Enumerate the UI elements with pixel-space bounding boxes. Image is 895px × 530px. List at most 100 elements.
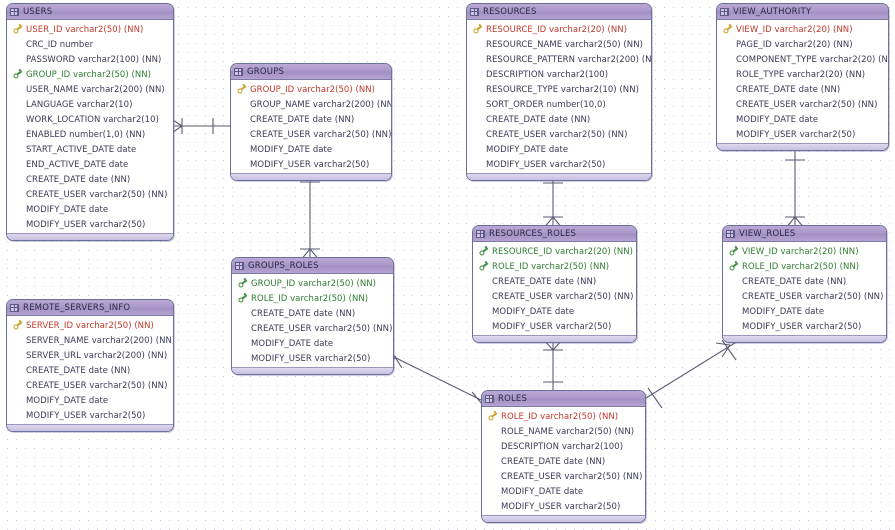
column-row[interactable]: RESOURCE_TYPE varchar2(10) (NN) bbox=[467, 82, 651, 97]
column-row[interactable]: MODIFY_USER varchar2(50) bbox=[231, 157, 391, 172]
column-row[interactable]: MODIFY_USER varchar2(50) bbox=[482, 499, 645, 514]
column-row[interactable]: WORK_LOCATION varchar2(10) bbox=[7, 112, 173, 127]
column-row[interactable]: SERVER_ID varchar2(50) (NN) bbox=[7, 318, 173, 333]
column-row[interactable]: MODIFY_DATE date bbox=[473, 304, 636, 319]
table-header-view_authority[interactable]: VIEW_AUTHORITY bbox=[717, 4, 888, 20]
column-row[interactable]: RESOURCE_PATTERN varchar2(200) (NN) bbox=[467, 52, 651, 67]
column-row[interactable]: CREATE_USER varchar2(50) (NN) bbox=[473, 289, 636, 304]
column-row[interactable]: MODIFY_DATE date bbox=[717, 112, 888, 127]
table-header-groups[interactable]: GROUPS bbox=[231, 64, 391, 80]
column-row[interactable]: VIEW_ID varchar2(20) (NN) bbox=[717, 22, 888, 37]
column-row[interactable]: CREATE_DATE date (NN) bbox=[7, 172, 173, 187]
column-row[interactable]: PASSWORD varchar2(100) (NN) bbox=[7, 52, 173, 67]
column-label: MODIFY_USER varchar2(50) bbox=[492, 321, 612, 332]
column-label: VIEW_ID varchar2(20) (NN) bbox=[742, 246, 859, 257]
column-row[interactable]: MODIFY_USER varchar2(50) bbox=[723, 319, 886, 334]
column-row[interactable]: MODIFY_USER varchar2(50) bbox=[7, 408, 173, 423]
column-row[interactable]: SERVER_NAME varchar2(200) (NN) bbox=[7, 333, 173, 348]
column-row[interactable]: MODIFY_USER varchar2(50) bbox=[7, 217, 173, 232]
table-header-resources[interactable]: RESOURCES bbox=[467, 4, 651, 20]
primary-key-icon bbox=[486, 410, 499, 423]
column-row[interactable]: GROUP_ID varchar2(50) (NN) bbox=[232, 276, 393, 291]
column-row[interactable]: CREATE_USER varchar2(50) (NN) bbox=[7, 187, 173, 202]
table-header-roles[interactable]: ROLES bbox=[482, 391, 645, 407]
column-row[interactable]: ROLE_TYPE varchar2(20) (NN) bbox=[717, 67, 888, 82]
column-row[interactable]: GROUP_ID varchar2(50) (NN) bbox=[7, 67, 173, 82]
column-row[interactable]: CREATE_DATE date (NN) bbox=[482, 454, 645, 469]
column-row[interactable]: ROLE_NAME varchar2(50) (NN) bbox=[482, 424, 645, 439]
table-view_authority[interactable]: VIEW_AUTHORITY VIEW_ID varchar2(20) (NN)P… bbox=[716, 3, 889, 151]
table-roles[interactable]: ROLES ROLE_ID varchar2(50) (NN)ROLE_NAME … bbox=[481, 390, 646, 523]
column-row[interactable]: RESOURCE_ID varchar2(20) (NN) bbox=[473, 244, 636, 259]
column-row[interactable]: USER_ID varchar2(50) (NN) bbox=[7, 22, 173, 37]
column-row[interactable]: MODIFY_DATE date bbox=[467, 142, 651, 157]
column-row[interactable]: CRC_ID number bbox=[7, 37, 173, 52]
column-row[interactable]: MODIFY_USER varchar2(50) bbox=[473, 319, 636, 334]
table-groups_roles[interactable]: GROUPS_ROLES GROUP_ID varchar2(50) (NN)RO… bbox=[231, 257, 394, 375]
column-row[interactable]: MODIFY_DATE date bbox=[7, 202, 173, 217]
column-row[interactable]: RESOURCE_ID varchar2(20) (NN) bbox=[467, 22, 651, 37]
column-row[interactable]: ROLE_ID varchar2(50) (NN) bbox=[723, 259, 886, 274]
column-row[interactable]: GROUP_ID varchar2(50) (NN) bbox=[231, 82, 391, 97]
column-label: SERVER_NAME varchar2(200) (NN) bbox=[26, 335, 174, 346]
column-row[interactable]: MODIFY_DATE date bbox=[482, 484, 645, 499]
table-header-remote_servers_info[interactable]: REMOTE_SERVERS_INFO bbox=[7, 300, 173, 316]
table-columns-view_roles: VIEW_ID varchar2(20) (NN) ROLE_ID varchar… bbox=[723, 242, 886, 334]
column-row[interactable]: MODIFY_DATE date bbox=[231, 142, 391, 157]
column-row[interactable]: COMPONENT_TYPE varchar2(20) (NN) bbox=[717, 52, 888, 67]
column-row[interactable]: CREATE_DATE date (NN) bbox=[467, 112, 651, 127]
table-remote_servers_info[interactable]: REMOTE_SERVERS_INFO SERVER_ID varchar2(50… bbox=[6, 299, 174, 432]
table-header-view_roles[interactable]: VIEW_ROLES bbox=[723, 226, 886, 242]
column-row[interactable]: ENABLED number(1,0) (NN) bbox=[7, 127, 173, 142]
column-row[interactable]: CREATE_USER varchar2(50) (NN) bbox=[7, 378, 173, 393]
column-label: ROLE_TYPE varchar2(20) (NN) bbox=[736, 69, 866, 80]
column-row[interactable]: MODIFY_DATE date bbox=[232, 336, 393, 351]
table-resources_roles[interactable]: RESOURCES_ROLES RESOURCE_ID varchar2(20) … bbox=[472, 225, 637, 343]
column-label: RESOURCE_ID varchar2(20) (NN) bbox=[492, 246, 634, 257]
column-row[interactable]: ROLE_ID varchar2(50) (NN) bbox=[232, 291, 393, 306]
table-footer bbox=[232, 367, 393, 374]
column-row[interactable]: DESCRIPTION varchar2(100) bbox=[467, 67, 651, 82]
column-row[interactable]: USER_NAME varchar2(200) (NN) bbox=[7, 82, 173, 97]
column-row[interactable]: MODIFY_USER varchar2(50) bbox=[717, 127, 888, 142]
table-grid-icon bbox=[476, 229, 485, 238]
column-row[interactable]: CREATE_DATE date (NN) bbox=[7, 363, 173, 378]
column-row[interactable]: CREATE_DATE date (NN) bbox=[232, 306, 393, 321]
column-row[interactable]: SORT_ORDER number(10,0) bbox=[467, 97, 651, 112]
column-row[interactable]: CREATE_USER varchar2(50) (NN) bbox=[723, 289, 886, 304]
column-row[interactable]: ROLE_ID varchar2(50) (NN) bbox=[473, 259, 636, 274]
column-row[interactable]: MODIFY_USER varchar2(50) bbox=[467, 157, 651, 172]
column-row[interactable]: CREATE_DATE date (NN) bbox=[231, 112, 391, 127]
table-header-users[interactable]: USERS bbox=[7, 4, 173, 20]
table-groups[interactable]: GROUPS GROUP_ID varchar2(50) (NN)GROUP_NA… bbox=[230, 63, 392, 181]
table-header-resources_roles[interactable]: RESOURCES_ROLES bbox=[473, 226, 636, 242]
column-row[interactable]: CREATE_USER varchar2(50) (NN) bbox=[232, 321, 393, 336]
table-users[interactable]: USERS USER_ID varchar2(50) (NN) CRC_ID num… bbox=[6, 3, 174, 241]
column-row[interactable]: MODIFY_DATE date bbox=[7, 393, 173, 408]
column-row[interactable]: CREATE_DATE date (NN) bbox=[717, 82, 888, 97]
column-row[interactable]: SERVER_URL varchar2(200) (NN) bbox=[7, 348, 173, 363]
column-row[interactable]: START_ACTIVE_DATE date bbox=[7, 142, 173, 157]
column-row[interactable]: PAGE_ID varchar2(20) (NN) bbox=[717, 37, 888, 52]
column-row[interactable]: VIEW_ID varchar2(20) (NN) bbox=[723, 244, 886, 259]
column-row[interactable]: MODIFY_USER varchar2(50) bbox=[232, 351, 393, 366]
column-row[interactable]: END_ACTIVE_DATE date bbox=[7, 157, 173, 172]
column-row[interactable]: MODIFY_DATE date bbox=[723, 304, 886, 319]
column-label: ROLE_ID varchar2(50) (NN) bbox=[742, 261, 860, 272]
column-label: CRC_ID number bbox=[26, 39, 94, 50]
column-row[interactable]: ROLE_ID varchar2(50) (NN) bbox=[482, 409, 645, 424]
column-row[interactable]: CREATE_USER varchar2(50) (NN) bbox=[231, 127, 391, 142]
column-row[interactable]: CREATE_USER varchar2(50) (NN) bbox=[717, 97, 888, 112]
column-row[interactable]: CREATE_USER varchar2(50) (NN) bbox=[467, 127, 651, 142]
column-label: MODIFY_USER varchar2(50) bbox=[486, 159, 606, 170]
column-row[interactable]: LANGUAGE varchar2(10) bbox=[7, 97, 173, 112]
column-row[interactable]: CREATE_USER varchar2(50) (NN) bbox=[482, 469, 645, 484]
column-row[interactable]: GROUP_NAME varchar2(200) (NN) bbox=[231, 97, 391, 112]
table-header-groups_roles[interactable]: GROUPS_ROLES bbox=[232, 258, 393, 274]
column-row[interactable]: CREATE_DATE date (NN) bbox=[723, 274, 886, 289]
table-view_roles[interactable]: VIEW_ROLES VIEW_ID varchar2(20) (NN) ROLE_… bbox=[722, 225, 887, 343]
column-row[interactable]: DESCRIPTION varchar2(100) bbox=[482, 439, 645, 454]
column-row[interactable]: RESOURCE_NAME varchar2(50) (NN) bbox=[467, 37, 651, 52]
column-row[interactable]: CREATE_DATE date (NN) bbox=[473, 274, 636, 289]
